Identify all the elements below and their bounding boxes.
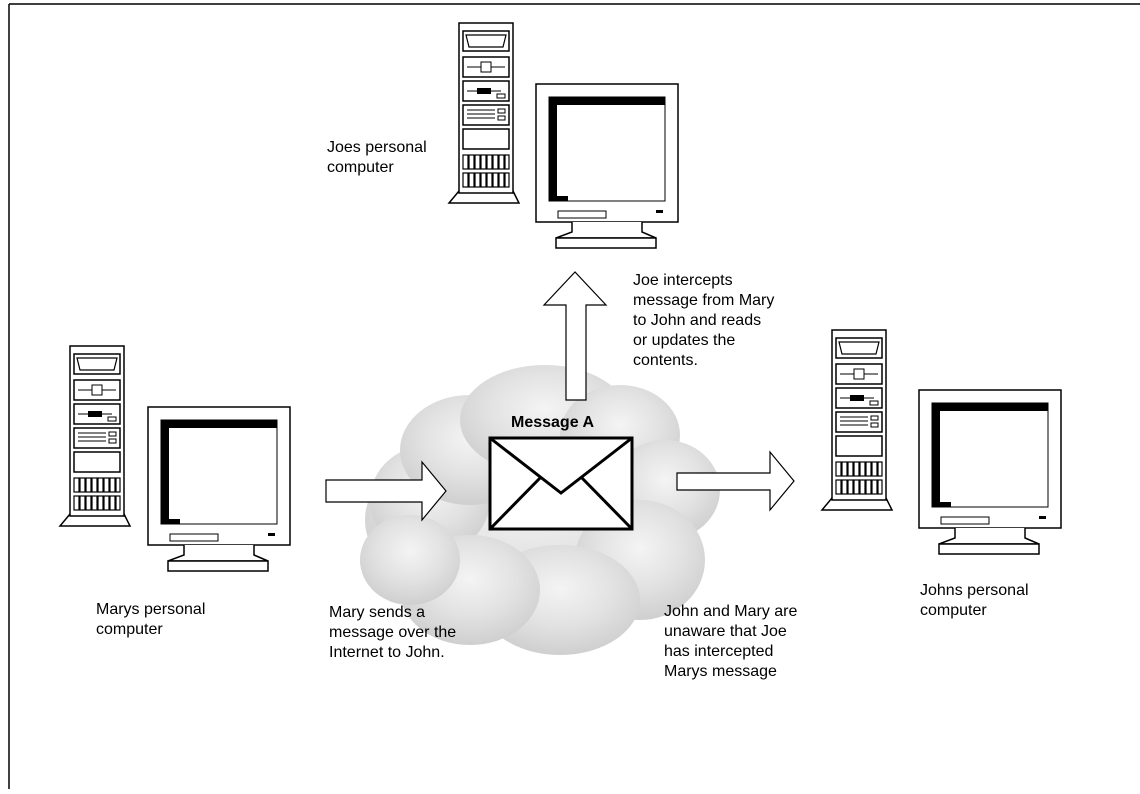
john-computer-label: Johns personal computer	[920, 582, 1029, 619]
mary-computer	[59, 345, 291, 572]
message-title: Message A	[511, 414, 594, 431]
john-computer	[821, 329, 1062, 555]
arrow-intercept-up	[542, 271, 608, 401]
arrow-send-right	[325, 460, 447, 522]
mary-monitor	[147, 406, 291, 572]
joe-tower	[448, 22, 520, 204]
unaware-caption: John and Mary are unaware that Joe has i…	[664, 603, 798, 680]
arrow-deliver-right	[676, 450, 795, 512]
mary-tower	[59, 345, 131, 527]
joe-computer	[448, 22, 679, 249]
send-caption: Mary sends a message over the Internet t…	[329, 604, 457, 661]
joe-computer-label: Joes personal computer	[327, 139, 427, 176]
john-tower	[821, 329, 893, 511]
envelope-icon	[488, 436, 634, 531]
mary-computer-label: Marys personal computer	[96, 601, 206, 638]
joe-monitor	[535, 83, 679, 249]
intercept-caption: Joe intercepts message from Mary to John…	[633, 272, 775, 369]
john-monitor	[918, 389, 1062, 555]
